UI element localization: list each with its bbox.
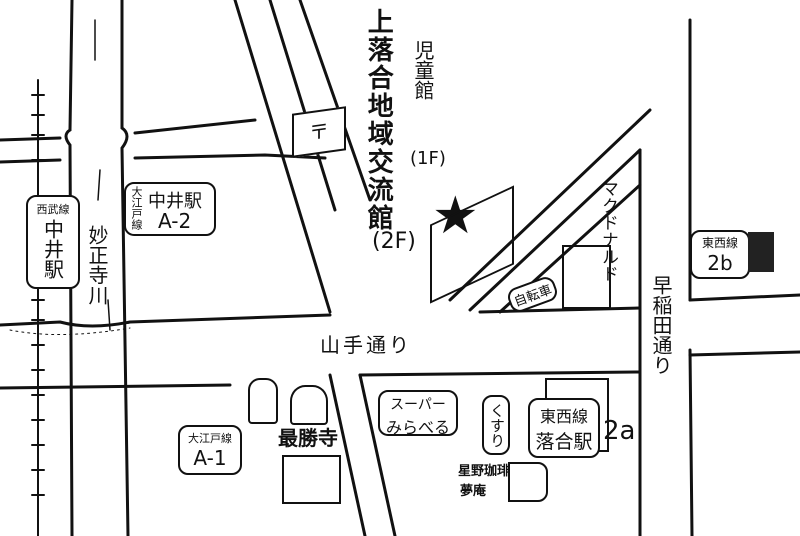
tozai-ochiai-sign: 東西線 落合駅 <box>528 398 600 458</box>
mcdonalds-building <box>562 245 611 309</box>
upper-road <box>0 118 257 142</box>
waseda-dori-label: 早稲田通り <box>649 275 673 375</box>
post-office-icon: 〒 <box>292 106 346 158</box>
yamate-dori-label: 山手通り <box>320 333 412 357</box>
tozai-2b-line: 東西線 <box>701 236 738 250</box>
cafe-label-2: 夢庵 <box>460 484 487 499</box>
tozai-2b-entrance <box>748 232 774 272</box>
supermarket-sign: スーパー みらべる <box>378 390 458 437</box>
oedo-a1-sign: 大江戸線 A-1 <box>178 425 242 475</box>
childrens-hall-label: 児童館 <box>411 40 435 100</box>
river-bank-right <box>120 0 130 536</box>
star-icon: ★ <box>432 186 479 246</box>
tozai-2a-exit: 2a <box>603 416 636 446</box>
river-label: 妙正寺川 <box>85 225 109 305</box>
statue-figure <box>290 385 328 425</box>
tozai-2a-station: 落合駅 <box>535 431 593 453</box>
tozai-2a-line: 東西線 <box>539 407 588 426</box>
tozai-2b-sign: 東西線 2b <box>690 230 750 279</box>
supermarket-label-2: みらべる <box>385 418 450 437</box>
oedo-a1-exit: A-1 <box>193 446 227 470</box>
cafe-building <box>508 462 548 502</box>
diagonal-road <box>233 0 337 314</box>
supermarket-label-1: スーパー <box>390 397 446 413</box>
oedo-a1-line: 大江戸線 <box>188 432 232 445</box>
community-center-label: 上落合地域交流館 <box>363 8 394 232</box>
river-bank-left <box>64 0 74 536</box>
yamate-dori <box>0 306 642 328</box>
oedo-a2-line: 大江戸線 <box>130 186 143 230</box>
saishoji-label: 最勝寺 <box>278 426 338 450</box>
mcdonalds-label: マクドナルド <box>597 180 618 282</box>
childrens-hall-floor: (1F) <box>410 148 446 169</box>
seibu-station-label: 中井駅 <box>40 219 65 279</box>
oedo-a2-exit: A-2 <box>158 209 192 233</box>
oedo-a2-station: 中井駅 <box>148 191 202 212</box>
cafe-label-1: 星野珈琲 <box>458 464 511 479</box>
community-center-floor: (2F) <box>372 229 416 254</box>
temple-building <box>282 455 341 504</box>
seibu-nakai-station-sign: 西武線 中井駅 <box>26 195 80 289</box>
pharmacy-sign: くすり <box>482 395 510 455</box>
seibu-line-label: 西武線 <box>36 203 70 216</box>
tozai-2b-exit: 2b <box>707 251 733 275</box>
oedo-a2-sign: 大江戸線 中井駅 A-2 <box>124 182 216 236</box>
police-officer-figure <box>248 378 278 424</box>
